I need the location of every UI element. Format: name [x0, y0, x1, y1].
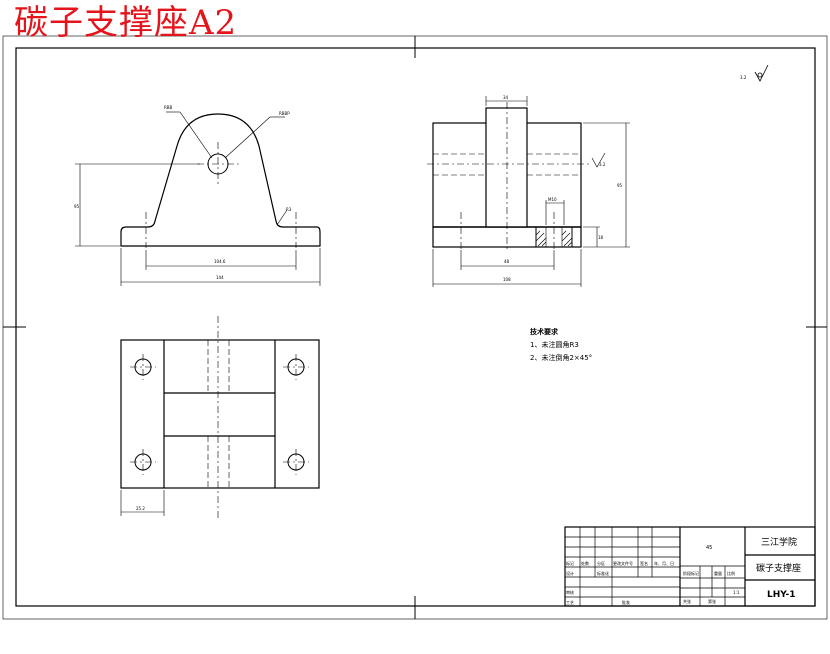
title-block-labels: 标记 处数 分区 更改文件号 签名 年、月、日 设计 标准化 审核 工艺 批准 … [566, 560, 740, 605]
front-inner-dim: 104.6 [214, 259, 226, 264]
tb-std: 标准化 [597, 570, 609, 576]
document-title: 碳子支撑座A2 [14, 3, 238, 43]
side-thread-dim: M10 [548, 197, 557, 202]
tb-ratio: 比例 [727, 570, 735, 576]
side-base-dim: 18 [598, 235, 604, 240]
plan-offset-dim: 25.2 [136, 506, 145, 511]
tb-stage: 阶段标记 [683, 570, 699, 576]
front-leader-label-2: RBBP [279, 111, 290, 116]
tb-approve: 批准 [622, 599, 630, 605]
tb-zone: 分区 [597, 560, 605, 566]
tb-weight: 重量 [714, 570, 722, 576]
tb-process: 工艺 [566, 600, 574, 605]
front-fillet-label: R3 [286, 207, 292, 212]
front-leader-label-1: RBB [164, 105, 173, 110]
tb-count: 处数 [581, 560, 589, 566]
tb-sheet-total: 共张 [683, 598, 691, 604]
tb-school: 三江学院 [761, 536, 797, 548]
front-height-dim: 95 [74, 204, 80, 209]
centering-marks [3, 36, 827, 619]
side-total-dim: 108 [503, 277, 511, 282]
plan-view [120, 316, 320, 520]
side-top-dim: 34 [503, 95, 509, 100]
tb-sheet-no: 第张 [708, 598, 716, 604]
side-view [427, 96, 630, 287]
inner-frame [15, 47, 816, 607]
tech-requirements: 技术要求 1、未注圆角R3 2、未注倒角2×45° [530, 326, 592, 365]
side-roughness-value: 3.2 [599, 162, 606, 167]
tb-part-name: 碳子支撑座 [756, 562, 801, 574]
front-total-dim: 144 [216, 275, 224, 280]
tb-scale: 1:1 [733, 590, 740, 595]
outer-frame [2, 35, 828, 620]
tb-review: 审核 [566, 589, 574, 595]
tb-date: 年、月、日 [654, 560, 674, 566]
title-block-grid [564, 526, 816, 607]
side-height-dim: 95 [617, 183, 623, 188]
tb-drawing-no: LHY-1 [767, 590, 795, 600]
tb-design: 设计 [566, 570, 574, 576]
tech-heading: 技术要求 [530, 328, 558, 336]
roughness-value: 3.2 [740, 75, 747, 80]
tb-material: 45 [706, 545, 712, 551]
side-bore-dim: 48 [504, 259, 510, 264]
tech-item-2: 2、未注倒角2×45° [530, 354, 593, 362]
front-view [75, 111, 321, 286]
tech-item-1: 1、未注圆角R3 [530, 341, 579, 349]
roughness-symbol [754, 64, 769, 82]
tb-sign: 签名 [640, 560, 648, 566]
tb-mark: 标记 [566, 560, 574, 566]
tb-doc-no: 更改文件号 [613, 560, 633, 566]
